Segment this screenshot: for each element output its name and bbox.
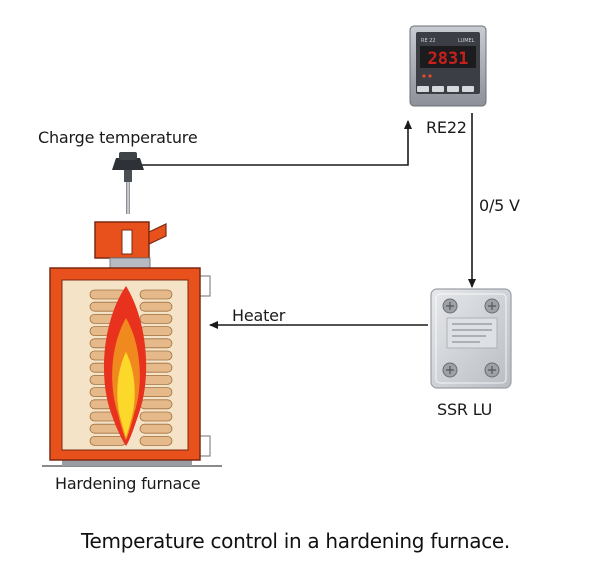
furnace-icon — [42, 221, 222, 467]
controller-icon: RE 22 LUMEL 2831 — [409, 25, 487, 107]
label-relay: SSR LU — [437, 400, 493, 419]
coil-loop — [139, 423, 173, 434]
coil-loop — [139, 387, 173, 398]
label-heater: Heater — [232, 306, 286, 325]
coil-loop — [139, 313, 173, 324]
coil-loop — [139, 435, 173, 446]
flame-icon — [103, 286, 147, 446]
label-charge-temperature: Charge temperature — [38, 128, 198, 147]
controller-brand-tag: LUMEL — [458, 38, 475, 44]
wire-probe-to-controller — [138, 120, 412, 166]
label-furnace: Hardening furnace — [55, 474, 201, 493]
label-signal: 0/5 V — [479, 196, 520, 215]
coil-loop — [139, 411, 173, 422]
controller-readout: 2831 — [428, 49, 469, 69]
coil-loop — [139, 301, 173, 312]
thermocouple-icon — [112, 152, 144, 214]
coil-loop — [139, 326, 173, 337]
coil-loop — [139, 289, 173, 300]
figure-caption: Temperature control in a hardening furna… — [81, 529, 510, 553]
coil-loop — [139, 399, 173, 410]
ssr-relay-icon — [430, 288, 512, 389]
controller-model-tag: RE 22 — [421, 38, 436, 44]
label-controller: RE22 — [426, 118, 467, 137]
coil-loop — [89, 435, 127, 446]
